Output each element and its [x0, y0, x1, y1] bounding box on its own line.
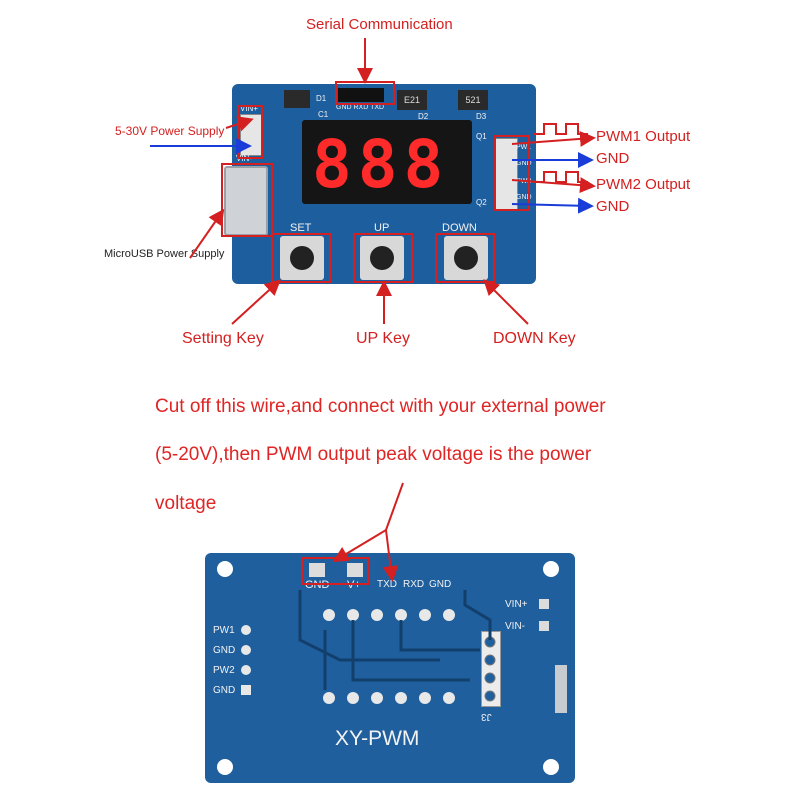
vplus-pad [347, 563, 363, 577]
usb-arrow [189, 208, 225, 259]
chip-e21: E21 [397, 90, 427, 110]
silk-q1: Q1 [476, 132, 487, 141]
diode-d1 [284, 90, 310, 108]
up-key-box [353, 233, 413, 283]
label-pwm1-output: PWM1 Output [596, 128, 691, 145]
label-setting-key: Setting Key [182, 330, 264, 347]
back-pin-row-top [323, 609, 455, 621]
note-line-3: voltage [155, 493, 217, 514]
silk-d2: D2 [418, 112, 429, 121]
gnd-pad [309, 563, 325, 577]
vin-plus-arrow [225, 116, 254, 132]
pwm1-arrow [511, 130, 596, 147]
serial-pin-labels: GND RXD TXD [336, 104, 385, 111]
note-line-2: (5-20V),then PWM output peak voltage is … [155, 444, 592, 465]
label-power-supply: 5-30V Power Supply [115, 124, 225, 138]
silk-c1: C1 [318, 110, 329, 119]
silk-gnd-a: GND [516, 160, 532, 167]
back-pcb-board: GND V+ TXD RXD GND VIN+ VIN- PW1 GND PW2… [205, 553, 575, 783]
serial-header [338, 88, 384, 102]
back-silk-pw2: PW2 [213, 665, 235, 676]
back-arrow-left [332, 529, 387, 563]
set-key-box [271, 233, 331, 283]
vin-highlight-box [237, 105, 263, 159]
mount-hole-br [543, 759, 559, 775]
silk-d3: D3 [476, 112, 487, 121]
pwm1-wave [534, 123, 588, 135]
silk-vin-plus: VIN+ [240, 104, 259, 113]
back-silk-txd: TXD [377, 579, 397, 590]
pwm2-wave [534, 171, 588, 183]
back-silk-gnd-b: GND [213, 685, 236, 696]
silk-set: SET [290, 222, 312, 234]
pwm-highlight-box [494, 135, 530, 211]
silk-d1: D1 [316, 94, 327, 103]
mount-hole-tr [543, 561, 559, 577]
up-button[interactable] [360, 236, 404, 280]
pwm2-arrow [511, 177, 596, 194]
back-silk-vin-plus: VIN+ [505, 599, 528, 610]
label-up-key: UP Key [356, 330, 410, 347]
label-down-key: DOWN Key [493, 330, 576, 347]
mount-hole-bl [217, 759, 233, 775]
label-serial-communication: Serial Communication [306, 16, 453, 33]
silk-down: DOWN [442, 222, 477, 234]
silk-up: UP [374, 222, 390, 234]
back-silk-gnd-right: GND [429, 579, 452, 590]
back-silk-vin-minus: VIN- [505, 621, 525, 632]
label-pwm2-output: PWM2 Output [596, 176, 691, 193]
gnd2-arrow [511, 197, 594, 214]
display-digits: 888 [312, 126, 450, 203]
led-display: 888 [302, 120, 472, 204]
back-pw-pads [241, 625, 251, 695]
label-gnd-2: GND [596, 198, 630, 215]
silk-q2: Q2 [476, 198, 487, 207]
setting-key-arrow [231, 279, 281, 325]
mount-hole-tl [217, 561, 233, 577]
back-vin-plus-pad [539, 599, 549, 609]
chip-521: 521 [458, 90, 488, 110]
back-traces [298, 590, 492, 690]
back-pad-highlight-box [301, 557, 369, 585]
silk-pw1: PW1 [516, 144, 532, 151]
back-pin-row-bottom [323, 692, 455, 704]
silk-gnd-b: GND [516, 194, 532, 201]
back-board-title: XY-PWM [335, 727, 420, 750]
set-button[interactable] [280, 236, 324, 280]
down-button[interactable] [444, 236, 488, 280]
down-key-box [435, 233, 495, 283]
j3-pins [484, 636, 496, 702]
down-key-arrow [483, 279, 529, 325]
back-silk-gnd-a: GND [213, 645, 236, 656]
note-line-1: Cut off this wire,and connect with your … [155, 396, 606, 417]
back-silk-rxd: RXD [403, 579, 425, 590]
back-arrow-stem [385, 482, 404, 531]
back-vin-minus-pad [539, 621, 549, 631]
serial-highlight-box [335, 81, 395, 105]
back-arrow-right [382, 529, 399, 582]
back-silk-pw1: PW1 [213, 625, 235, 636]
back-usb-edge [555, 665, 567, 713]
usb-highlight-box [221, 163, 273, 237]
label-gnd-1: GND [596, 150, 630, 167]
